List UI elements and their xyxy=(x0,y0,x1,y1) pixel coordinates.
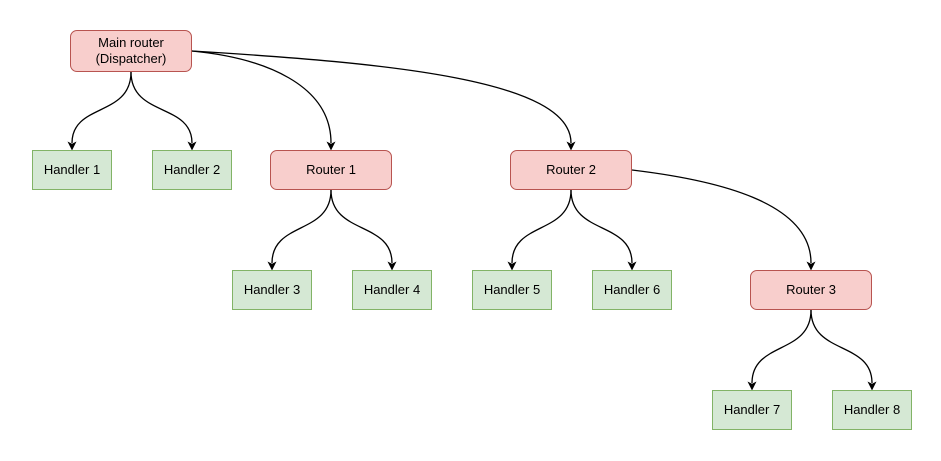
edge-router-1-to-handler-4 xyxy=(330,189,397,271)
node-handler-2-label: Handler 2 xyxy=(163,162,221,177)
node-handler-6-label: Handler 6 xyxy=(603,282,661,297)
edge-router-3-to-handler-8 xyxy=(810,309,877,391)
node-router-2-label: Router 2 xyxy=(546,162,596,177)
edge-router-3-to-handler-7 xyxy=(747,309,812,391)
node-handler-6: Handler 6 xyxy=(592,270,672,310)
node-router-1-label: Router 1 xyxy=(306,162,356,177)
node-handler-7: Handler 7 xyxy=(712,390,792,430)
node-main-router-label: Main router (Dispatcher) xyxy=(95,35,167,66)
node-handler-8: Handler 8 xyxy=(832,390,912,430)
node-router-3-label: Router 3 xyxy=(786,282,836,297)
node-handler-1-label: Handler 1 xyxy=(43,162,101,177)
edge-router-2-to-handler-6 xyxy=(570,189,637,271)
node-handler-3-label: Handler 3 xyxy=(243,282,301,297)
node-handler-4-label: Handler 4 xyxy=(363,282,421,297)
node-handler-8-label: Handler 8 xyxy=(843,402,901,417)
edge-main-router-to-router-2 xyxy=(191,50,576,151)
node-handler-5: Handler 5 xyxy=(472,270,552,310)
edge-router-2-to-handler-5 xyxy=(507,189,572,271)
node-handler-7-label: Handler 7 xyxy=(723,402,781,417)
node-handler-3: Handler 3 xyxy=(232,270,312,310)
node-handler-5-label: Handler 5 xyxy=(483,282,541,297)
node-handler-1: Handler 1 xyxy=(32,150,112,190)
edge-main-router-to-handler-1 xyxy=(67,71,132,151)
edge-main-router-to-handler-2 xyxy=(130,71,197,151)
edge-router-1-to-handler-3 xyxy=(267,189,332,271)
node-router-2: Router 2 xyxy=(510,150,632,190)
node-handler-4: Handler 4 xyxy=(352,270,432,310)
node-router-3: Router 3 xyxy=(750,270,872,310)
edge-router-2-to-router-3 xyxy=(631,169,816,271)
edge-main-router-to-router-1 xyxy=(191,50,336,151)
node-handler-2: Handler 2 xyxy=(152,150,232,190)
node-main-router: Main router (Dispatcher) xyxy=(70,30,192,72)
node-router-1: Router 1 xyxy=(270,150,392,190)
